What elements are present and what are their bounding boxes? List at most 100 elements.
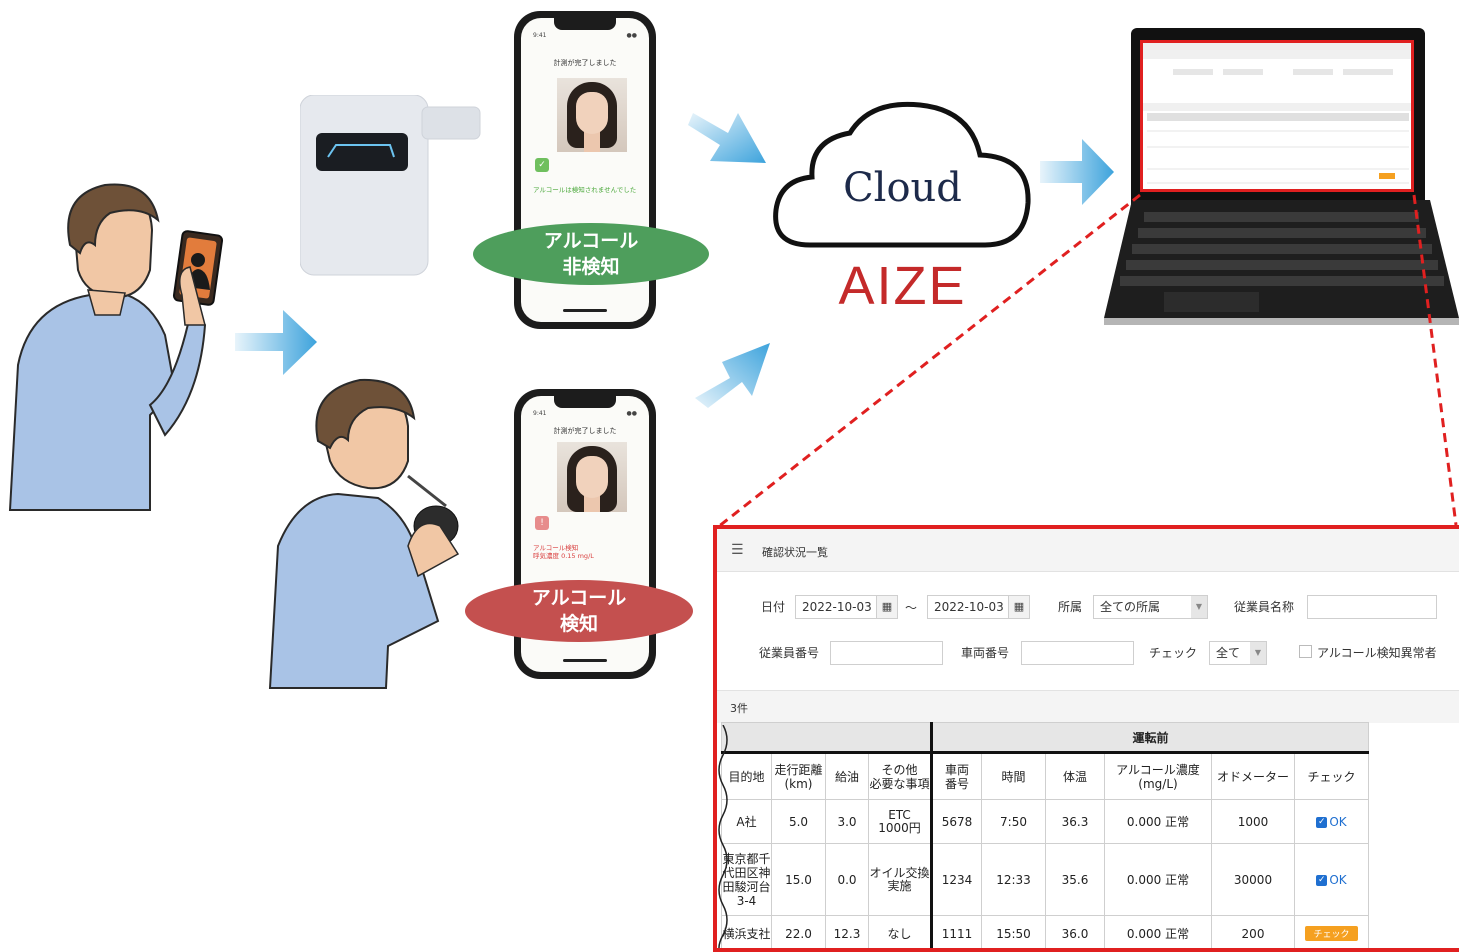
cell-fuel: 12.3 [825,915,869,948]
cell-check[interactable]: ✓OK [1294,799,1369,844]
group-header-before-driving: 運転前 [930,722,1369,754]
person-taking-selfie-illustration [8,183,224,511]
badge-not-detected-label: アルコール 非検知 [543,230,639,278]
cell-temp: 35.6 [1045,843,1105,916]
cell-alcohol: 0.000 正常 [1104,843,1212,916]
checkbox-checked-icon[interactable]: ✓ [1316,816,1328,828]
cell-fuel: 0.0 [825,843,869,916]
face-photo [557,78,627,152]
arrow-right-icon [235,310,317,375]
employee-name-label: 従業員名称 [1234,600,1295,614]
cloud-icon [773,101,1031,248]
status-table: 運転前 目的地 走行距離 (km) 給油 その他 必要な事項 車両 番号 時間 … [721,722,1369,948]
col-other: その他 必要な事項 [868,752,932,800]
col-distance: 走行距離 (km) [771,752,826,800]
cell-alcohol: 0.000 正常 [1104,915,1212,948]
check-button[interactable]: チェック [1305,926,1358,941]
checkbox-checked-icon[interactable]: ✓ [1316,874,1328,886]
badge-detected-label: アルコール 検知 [531,587,627,635]
phone-top-title: 計測が完了しました [553,59,617,67]
check-select[interactable]: 全て ▼ [1209,641,1267,665]
cell-time: 7:50 [981,799,1046,844]
col-vehicle-no: 車両 番号 [930,752,982,800]
badge-detected: アルコール 検知 [465,580,693,642]
affiliation-value: 全ての所属 [1100,600,1161,614]
phone-top-message: アルコールは検知されませんでした [533,186,637,194]
employee-no-input[interactable] [830,641,943,665]
cell-odometer: 30000 [1211,843,1295,916]
cell-other: オイル交換 実施 [868,843,932,916]
cell-time: 12:33 [981,843,1046,916]
cell-odometer: 200 [1211,915,1295,948]
cell-destination: A社 [721,799,772,844]
employee-name-input[interactable] [1307,595,1437,619]
vehicle-no-label: 車両番号 [961,646,1010,660]
arrow-right-icon [1040,139,1114,205]
cell-other: なし [868,915,932,948]
col-destination: 目的地 [721,752,772,800]
date-to-input[interactable]: 2022-10-03 [927,595,1009,619]
check-status: OK [1329,814,1347,829]
alcohol-detector-device [300,95,481,276]
check-icon: ✓ [535,158,549,172]
cell-other: ETC 1000円 [868,799,932,844]
cell-vehicle: 1111 [930,915,982,948]
col-temperature: 体温 [1045,752,1105,800]
group-header-blank [721,722,932,754]
check-label: チェック [1149,646,1198,660]
col-odometer: オドメーター [1211,752,1295,800]
cell-distance: 22.0 [771,915,826,948]
col-check: チェック [1294,752,1369,800]
calendar-icon[interactable]: ▦ [1008,595,1030,619]
cell-vehicle: 1234 [930,843,982,916]
result-count-bar: 3件 [717,690,1459,723]
cell-check[interactable]: ✓OK [1294,843,1369,916]
aize-logo: AIZE [838,256,967,316]
date-from-input[interactable]: 2022-10-03 [795,595,877,619]
date-label: 日付 [761,600,786,614]
col-fuel: 給油 [825,752,869,800]
check-status: OK [1329,872,1347,887]
table-row: 横浜支社 22.0 12.3 なし 1111 15:50 36.0 0.000 … [721,915,1369,948]
affiliation-label: 所属 [1058,600,1083,614]
col-time: 時間 [981,752,1046,800]
laptop-keyboard [1104,200,1459,325]
cell-temp: 36.3 [1045,799,1105,844]
cell-vehicle: 5678 [930,799,982,844]
cell-fuel: 3.0 [825,799,869,844]
employee-no-label: 従業員番号 [759,646,820,660]
panel-title: 確認状況一覧 [762,546,828,559]
wavy-cut-line [718,725,728,948]
cell-time: 15:50 [981,915,1046,948]
cell-distance: 15.0 [771,843,826,916]
calendar-icon[interactable]: ▦ [876,595,898,619]
alcohol-abnormal-label: アルコール検知異常者 [1317,646,1437,660]
table-row: A社 5.0 3.0 ETC 1000円 5678 7:50 36.3 0.00… [721,799,1369,844]
chevron-down-icon: ▼ [1191,596,1207,618]
face-photo [557,442,627,512]
laptop-screen-thumbnail [1140,40,1414,192]
cell-check[interactable]: チェック [1294,915,1369,948]
cell-distance: 5.0 [771,799,826,844]
affiliation-select[interactable]: 全ての所属 ▼ [1093,595,1208,619]
result-count: 3件 [730,702,748,715]
filter-area: 日付 2022-10-03 ▦ ～ 2022-10-03 ▦ 所属 全ての所属 … [717,572,1459,690]
status-list-panel: ☰ 確認状況一覧 日付 2022-10-03 ▦ ～ 2022-10-03 ▦ … [713,525,1459,952]
col-alcohol: アルコール濃度 (mg/L) [1104,752,1212,800]
alcohol-abnormal-checkbox[interactable] [1299,645,1312,658]
cell-temp: 36.0 [1045,915,1105,948]
tilde: ～ [905,601,918,615]
vehicle-no-input[interactable] [1021,641,1134,665]
phone-bottom-title: 計測が完了しました [553,427,617,435]
badge-not-detected: アルコール 非検知 [473,223,709,285]
table-row: 東京都千 代田区神 田駿河台 3-4 15.0 0.0 オイル交換 実施 123… [721,843,1369,916]
arrow-down-right-icon [688,113,766,163]
cell-destination: 横浜支社 [721,915,772,948]
cell-odometer: 1000 [1211,799,1295,844]
alert-icon: ! [535,516,549,530]
cloud-label: Cloud [843,165,962,211]
arrow-up-right-icon [695,343,770,408]
menu-icon[interactable]: ☰ [731,542,744,558]
person-blowing-into-detector-illustration [268,378,460,689]
